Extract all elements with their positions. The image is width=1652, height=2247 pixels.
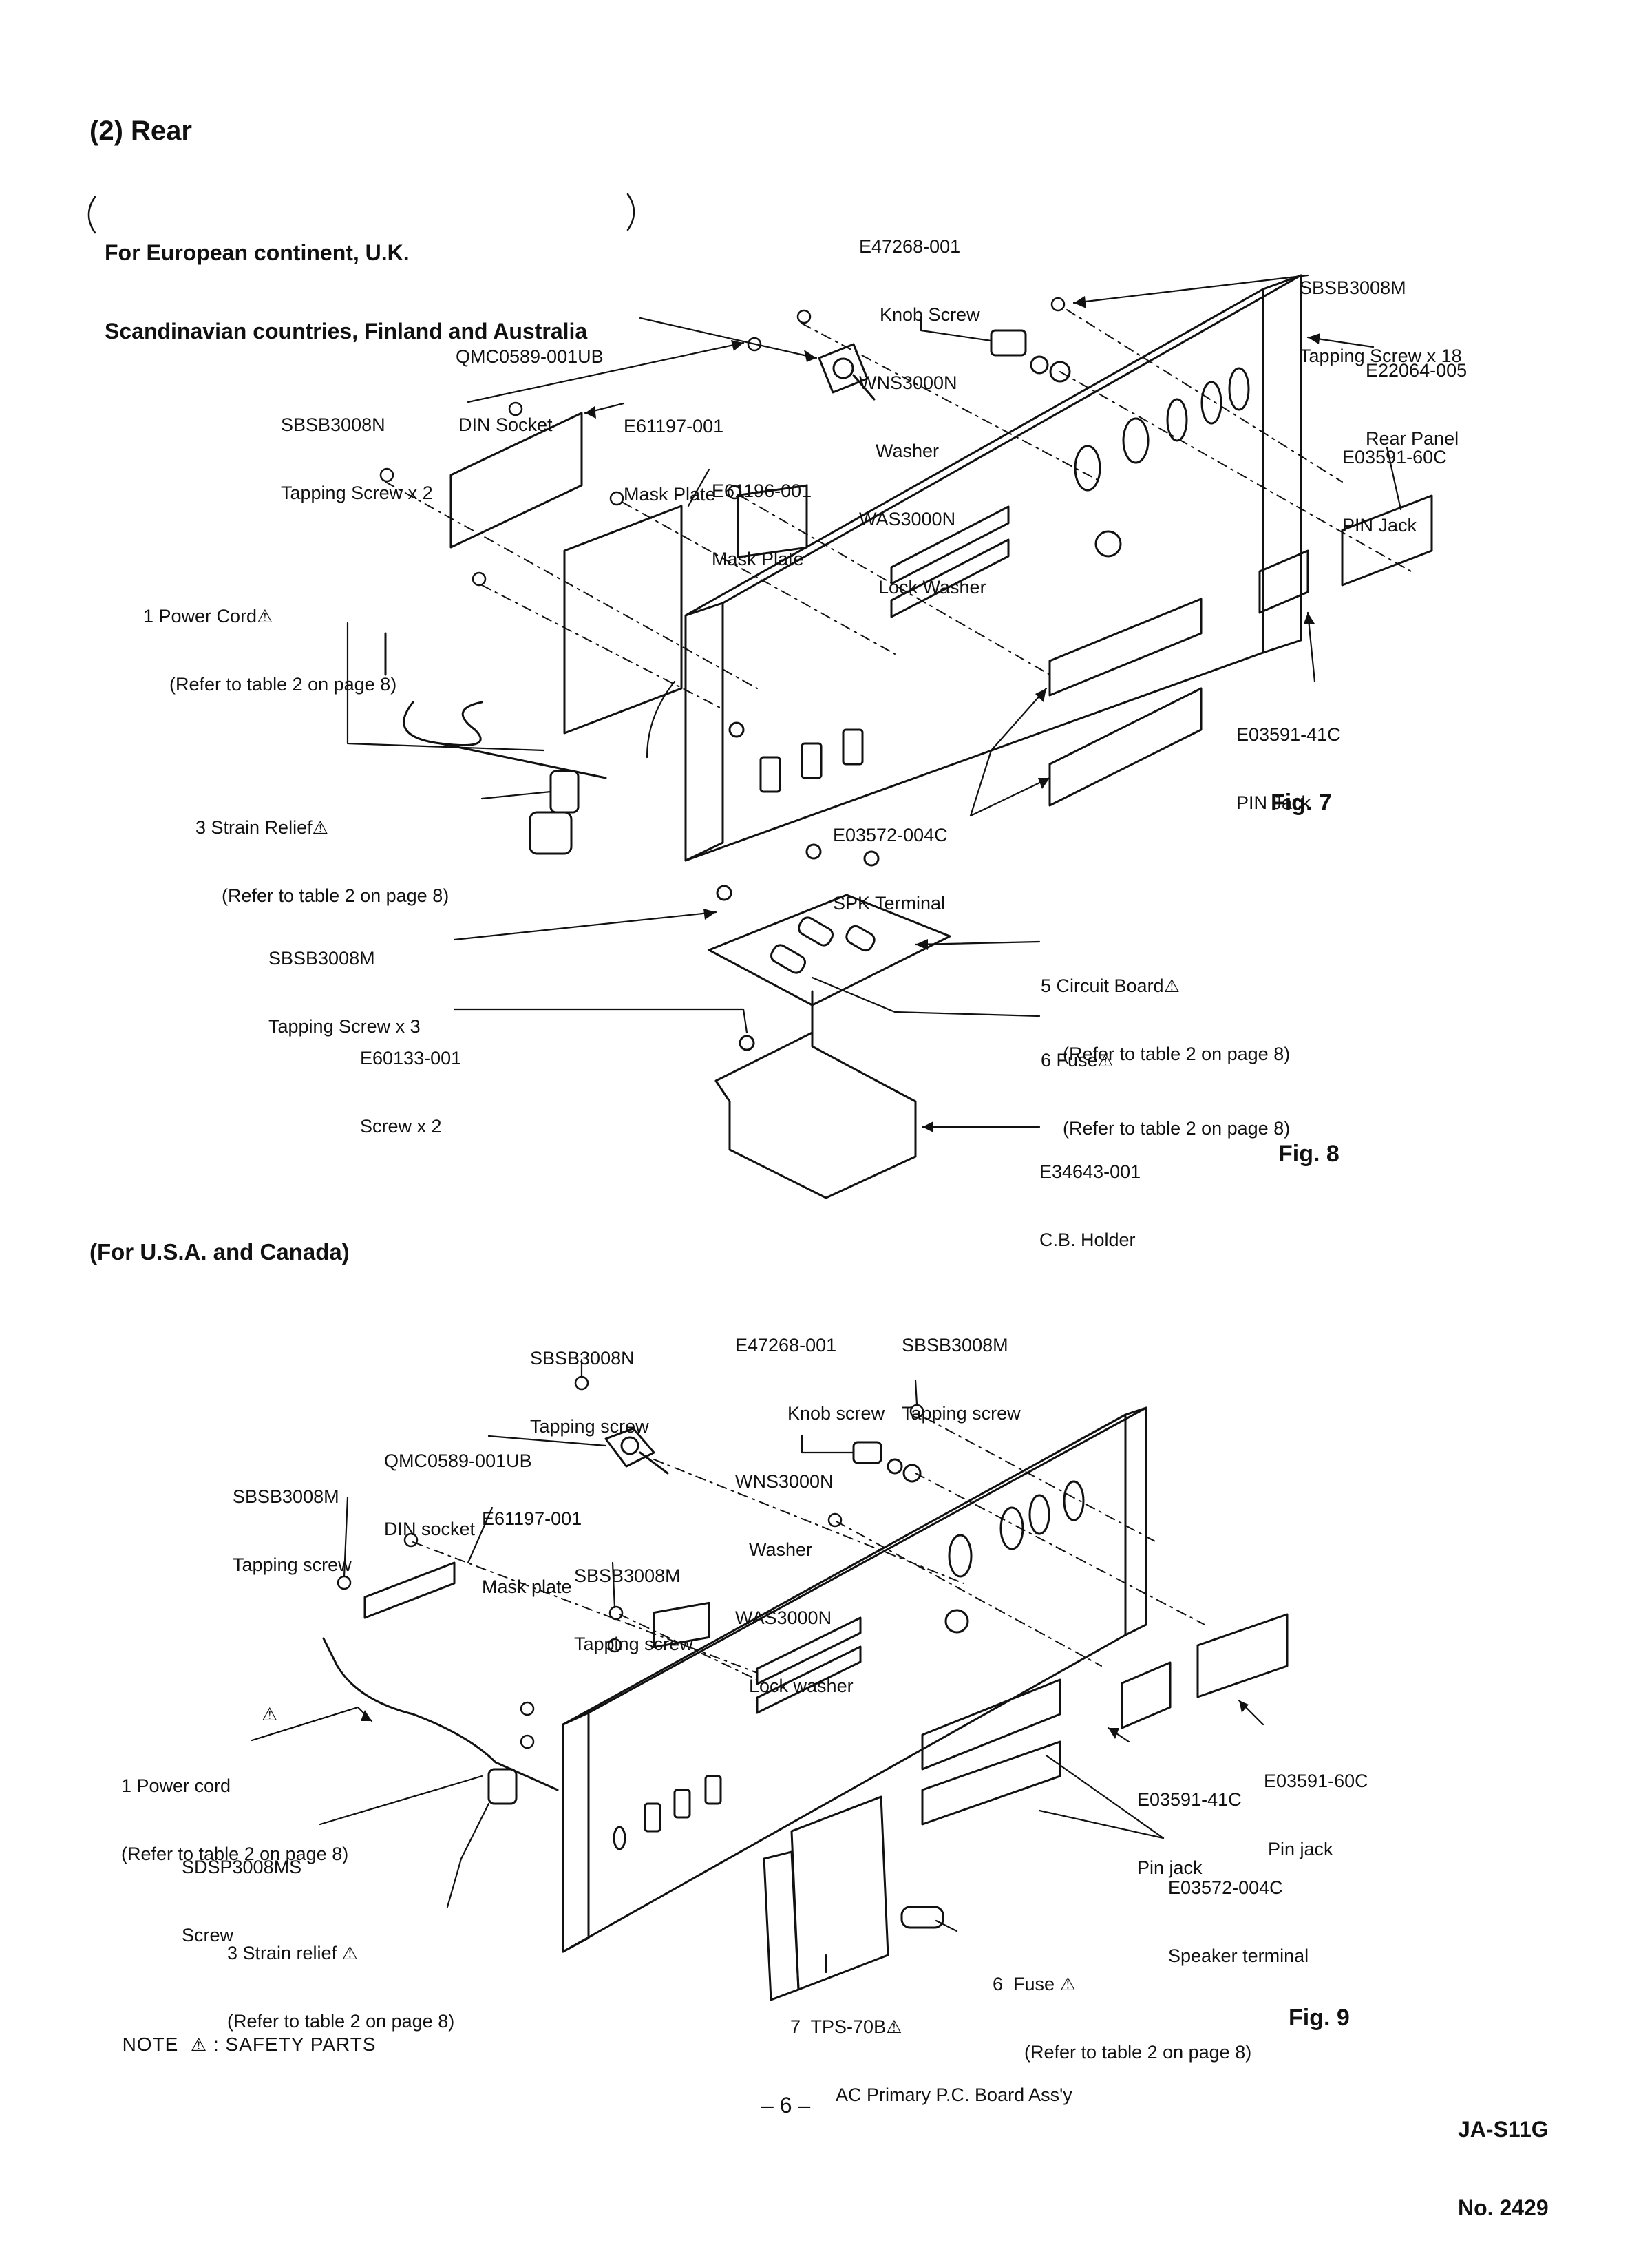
- label-us-screw: SDSP3008MS Screw: [182, 1857, 302, 1945]
- fig7-knob-screw: [990, 329, 1071, 383]
- us-region-heading: (For U.S.A. and Canada): [89, 1239, 350, 1265]
- fig9-pin-jacks: [1121, 1613, 1289, 1729]
- fig7-mask-plate-1: [449, 412, 583, 549]
- fig9-tps-board: [763, 1795, 944, 2001]
- label-rear-panel: E22064-005 Rear Panel: [1366, 360, 1468, 449]
- fig7-rear-panel: [684, 274, 1302, 862]
- label-cb-holder: E34643-001 C.B. Holder: [1039, 1161, 1141, 1250]
- label-power-cord: 1 Power Cord⚠ (Refer to table 2 on page …: [143, 606, 397, 695]
- label-us-strain-relief: 3 Strain relief ⚠ (Refer to table 2 on p…: [227, 1943, 455, 2032]
- fig7-power-cord: [384, 632, 607, 855]
- fig7-spk-terminals: [1048, 598, 1203, 807]
- warning-triangle-icon: ⚠: [886, 2016, 902, 2037]
- page-number: – 6 –: [761, 2093, 811, 2118]
- label-us-pin-jack-60c: E03591-60C Pin jack: [1264, 1771, 1368, 1859]
- label-fuse: 6 Fuse⚠ (Refer to table 2 on page 8): [1041, 1050, 1291, 1139]
- label-us-pin-jack-41c: E03591-41C Pin jack: [1137, 1789, 1242, 1878]
- label-spk-terminal: E03572-004C SPK Terminal: [833, 825, 948, 914]
- label-mask-plate-2: E61196-001 Mask Plate: [712, 481, 812, 569]
- label-us-tps-board: 7 TPS-70B⚠ AC Primary P.C. Board Ass'y: [790, 2016, 1072, 2105]
- label-tapping-screw-18: SBSB3008M Tapping Screw x 18: [1300, 277, 1462, 366]
- label-us-speaker-terminal: E03572-004C Speaker terminal: [1168, 1877, 1309, 1966]
- warning-triangle-icon: ⚠: [312, 817, 328, 838]
- fig7-mask-plate-2: [563, 505, 683, 735]
- warning-triangle-icon: ⚠: [262, 1704, 278, 1724]
- label-us-tapping-screw-m3: SBSB3008M Tapping screw: [574, 1565, 693, 1654]
- label-us-power-cord: 1 Power cord (Refer to table 2 on page 8…: [121, 1775, 349, 1864]
- fig7-pin-jacks: [1258, 494, 1433, 614]
- fig9-caption: Fig. 9: [1289, 2005, 1350, 2031]
- label-tapping-screw-3: SBSB3008M Tapping Screw x 3: [268, 948, 421, 1037]
- label-us-mask-plate: E61197-001 Mask plate: [482, 1508, 582, 1597]
- label-pin-jack-60c: E03591-60C PIN Jack: [1342, 447, 1447, 536]
- fig7-screws: [379, 297, 1066, 587]
- fig7-caption: Fig. 7: [1271, 790, 1332, 816]
- warning-triangle-icon: ⚠: [1163, 975, 1180, 996]
- warning-triangle-icon: ⚠: [1097, 1050, 1114, 1070]
- label-din-socket: QMC0589-001UB DIN Socket: [456, 346, 604, 435]
- fig9-mask-plate: [363, 1561, 456, 1619]
- warning-triangle-icon: ⚠: [257, 606, 273, 626]
- fig9-power-cord: [322, 1637, 559, 1805]
- label-strain-relief: 3 Strain Relief⚠ (Refer to table 2 on pa…: [195, 817, 449, 906]
- label-pin-jack-41c: E03591-41C PIN Jack: [1236, 724, 1341, 813]
- label-us-tapping-screw-n: SBSB3008N Tapping screw: [530, 1348, 649, 1437]
- safety-note: NOTE ⚠ : SAFETY PARTS: [122, 2034, 377, 2055]
- label-us-din-socket: QMC0589-001UB DIN socket: [384, 1450, 532, 1539]
- doc-number: No. 2429: [1458, 2195, 1549, 2220]
- eu-region-heading: For European continent, U.K. Scandinavia…: [105, 240, 588, 344]
- label-knob-screw: E47268-001 Knob Screw WNS3000N Washer WA…: [859, 236, 986, 598]
- arrowheads: [361, 296, 1320, 1739]
- warning-triangle-icon: ⚠: [190, 2034, 208, 2055]
- fig8-circuit-board: [708, 843, 951, 1006]
- fig9-speaker-terminals: [921, 1678, 1061, 1826]
- warning-triangle-icon: ⚠: [341, 1943, 358, 1963]
- label-us-fuse: 6 Fuse ⚠ (Refer to table 2 on page 8): [993, 1974, 1252, 2063]
- label-circuit-board: 5 Circuit Board⚠ (Refer to table 2 on pa…: [1041, 975, 1291, 1064]
- fig8-cb-holder: [714, 990, 917, 1199]
- fig7-din-socket: [818, 343, 876, 401]
- warning-triangle-icon: ⚠: [1059, 1974, 1076, 1994]
- fig8-caption: Fig. 8: [1278, 1141, 1339, 1167]
- model-number: JA-S11G: [1458, 2117, 1549, 2142]
- fig9-din-socket: [604, 1427, 669, 1475]
- label-us-knob-screw: E47268-001 Knob screw WNS3000N Washer WA…: [735, 1335, 885, 1696]
- label-tapping-screw-2: SBSB3008N Tapping Screw x 2: [281, 414, 433, 503]
- label-mask-plate-1: E61197-001 Mask Plate: [624, 416, 724, 505]
- label-screw-2: E60133-001 Screw x 2: [360, 1048, 462, 1137]
- label-us-tapping-screw-m2: SBSB3008M Tapping screw: [233, 1486, 352, 1575]
- doc-id: JA-S11G No. 2429: [1458, 2064, 1549, 2247]
- fig9-rear-panel: [562, 1406, 1147, 1953]
- section-title: (2) Rear: [89, 116, 192, 146]
- label-us-tapping-screw-m1: SBSB3008M Tapping screw: [902, 1335, 1021, 1424]
